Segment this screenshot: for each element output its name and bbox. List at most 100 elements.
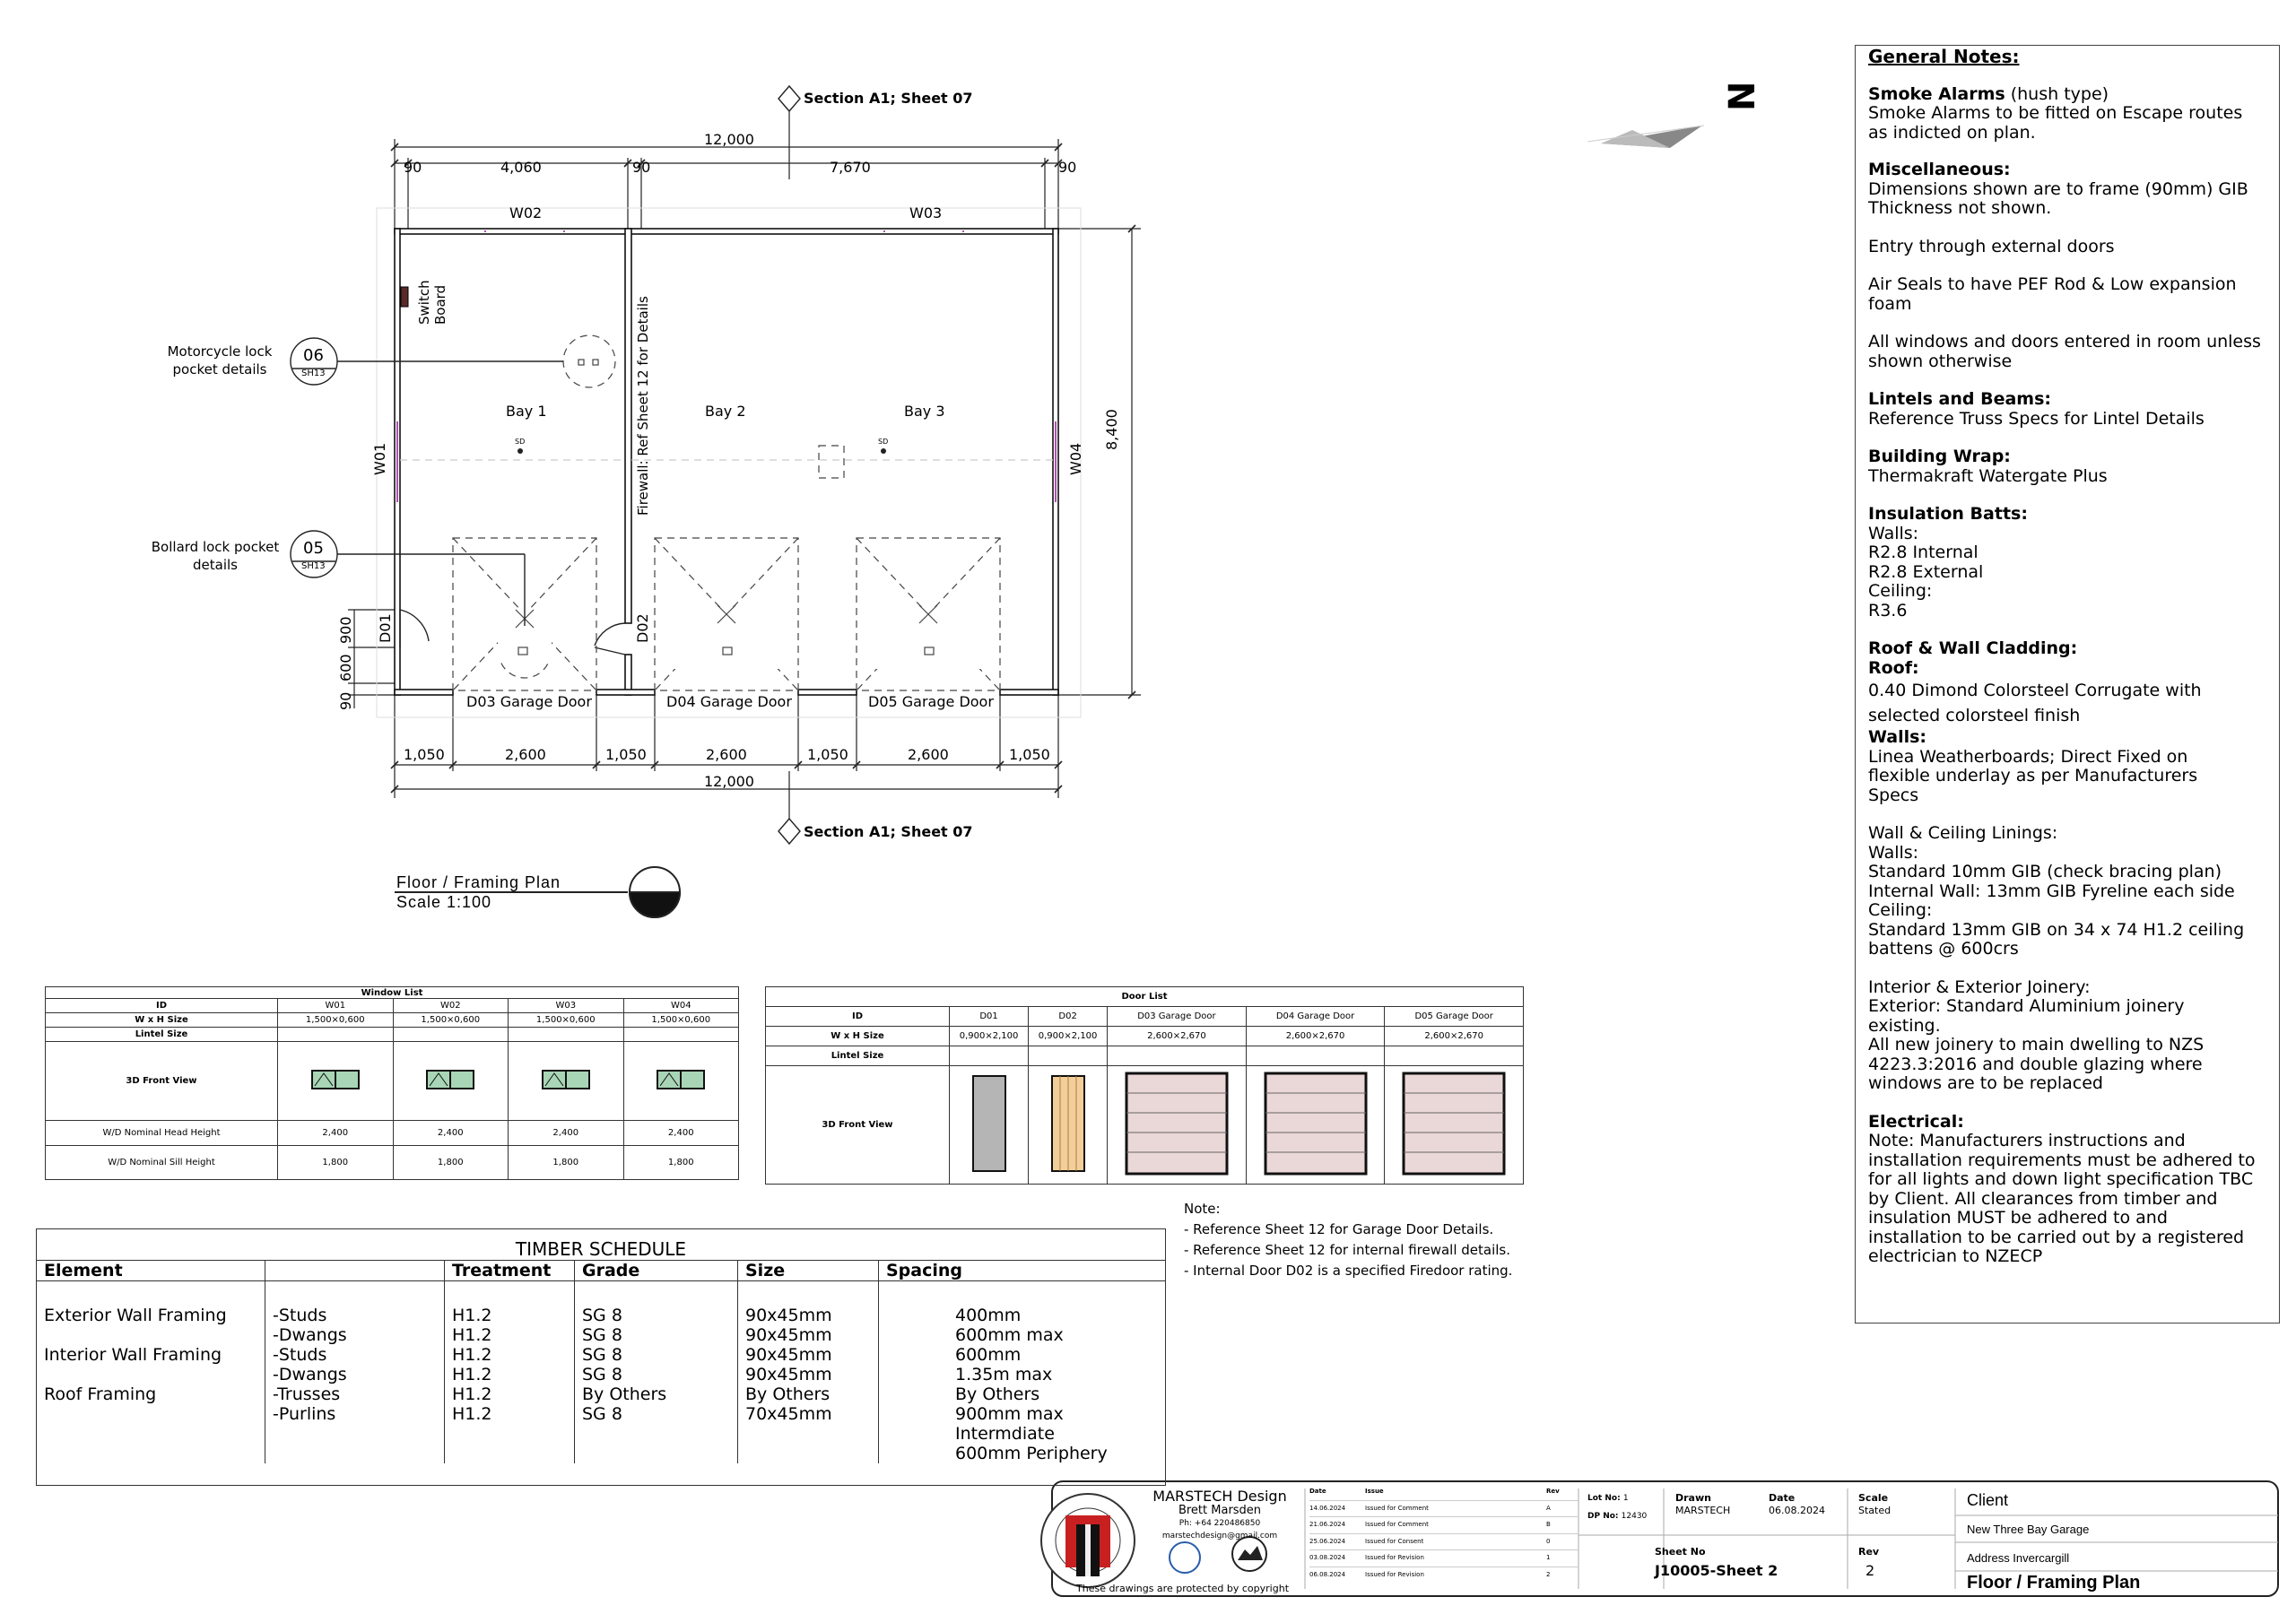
smoke-detector-1 (517, 448, 523, 454)
window-label-w03[interactable]: W03 (909, 204, 943, 221)
door-note-line: - Reference Sheet 12 for Garage Door Det… (1184, 1221, 1494, 1237)
callout-06-number[interactable]: 06 (303, 346, 324, 365)
rev-label: Rev (1858, 1546, 1880, 1558)
window-label-w04[interactable]: W04 (1067, 442, 1084, 475)
notes-line: All new joinery to main dwelling to NZS (1868, 1035, 2205, 1055)
notes-line: foam (1868, 293, 1912, 314)
rev-code: A (1546, 1504, 1551, 1512)
cell: By Others (955, 1384, 1040, 1404)
callout-06-sheet: SH13 (301, 369, 326, 378)
dim-top-4: 90 (1058, 159, 1077, 176)
dim-bottom-0: 1,050 (404, 746, 445, 763)
timber-schedule-title: TIMBER SCHEDULE (515, 1238, 687, 1260)
window-label-w01[interactable]: W01 (371, 442, 388, 475)
door-list-title: Door List (765, 986, 1524, 1007)
rev-date: 25.06.2024 (1309, 1537, 1346, 1545)
sd-label-1: SD (515, 438, 526, 446)
firewall-label: Firewall: Ref Sheet 12 for Details (635, 296, 651, 516)
cell: 70x45mm (737, 1403, 879, 1444)
timber-header: Size (737, 1260, 879, 1281)
notes-wrap-heading: Building Wrap: (1868, 447, 2011, 466)
section-marker-top-label[interactable]: Section A1; Sheet 07 (804, 90, 973, 107)
cell: 90x45mm (737, 1344, 879, 1365)
cell: 3D Front View (45, 1041, 278, 1121)
timber-header (265, 1260, 445, 1281)
dim-bottom-1: 2,600 (505, 746, 546, 763)
timber-header: Treatment (444, 1260, 575, 1281)
cell: 1,500×0,600 (277, 1012, 394, 1028)
company-person: Brett Marsden (1178, 1504, 1262, 1517)
rev-date: 06.08.2024 (1309, 1570, 1346, 1578)
timber-schedule: TIMBER SCHEDULE Element Treatment Grade … (36, 1228, 1166, 1486)
notes-line: 4223.3:2016 and double glazing where (1868, 1054, 2203, 1074)
door-note-line: Note: (1184, 1201, 1221, 1217)
notes-line: Entry through external doors (1868, 236, 2115, 256)
cell: 1,500×0,600 (622, 1012, 739, 1028)
cell: 2,400 (508, 1120, 624, 1146)
window-3d-view-w02 (392, 1041, 509, 1121)
window-label-w02[interactable]: W02 (509, 204, 543, 221)
company-name: MARSTECH Design (1152, 1488, 1287, 1505)
garage-door-label-d03[interactable]: D03 Garage Door (466, 693, 592, 710)
north-label: N (1722, 81, 1763, 111)
cell: 2,400 (622, 1120, 739, 1146)
switch-board-icon (400, 286, 409, 308)
cell: 90x45mm (737, 1364, 879, 1384)
door-label-d02[interactable]: D02 (634, 613, 651, 643)
drawn-value: MARSTECH (1675, 1505, 1731, 1516)
notes-line: by Client. All clearances from timber an… (1868, 1188, 2218, 1209)
cell: H1.2 (444, 1384, 575, 1404)
door-label-d01[interactable]: D01 (377, 613, 394, 643)
cell: W x H Size (45, 1012, 278, 1028)
rev-issue: Issued for Comment (1365, 1521, 1429, 1528)
cell: 1,800 (392, 1145, 509, 1180)
window-3d-view-w04 (622, 1041, 739, 1121)
cell: ID (45, 998, 278, 1013)
dim-bottom-6: 1,050 (1009, 746, 1050, 763)
door-note-line: - Internal Door D02 is a specified Fired… (1184, 1263, 1513, 1279)
notes-electrical-heading: Electrical: (1868, 1111, 1964, 1132)
notes-line: R2.8 Internal (1868, 542, 1979, 562)
scale-label: Scale (1858, 1492, 1889, 1504)
notes-cladding-heading: Roof & Wall Cladding: (1868, 638, 2078, 658)
sheet-number: J10005-Sheet 2 (1655, 1562, 1779, 1579)
garage-door-label-d04[interactable]: D04 Garage Door (666, 693, 792, 710)
notes-smoke-subheading: (hush type) (2005, 83, 2109, 104)
room-label-bay-2: Bay 2 (705, 403, 746, 420)
cell: Roof Framing (37, 1384, 265, 1404)
section-marker-bottom-label[interactable]: Section A1; Sheet 07 (804, 823, 973, 840)
notes-lintels-heading: Lintels and Beams: (1868, 389, 2052, 409)
cell: H1.2 (444, 1324, 575, 1345)
cell: 0,900×2,100 (948, 1026, 1030, 1046)
cell: D05 Garage Door (1384, 1006, 1524, 1027)
dim-left-0: 900 (337, 616, 354, 644)
cell: 2,400 (392, 1120, 509, 1146)
callout-05-number[interactable]: 05 (303, 539, 324, 558)
plan-title: Floor / Framing Plan (396, 873, 561, 891)
dim-top-1: 4,060 (500, 159, 542, 176)
notes-line: Interior & Exterior Joinery: (1868, 976, 2091, 997)
rev-code: 2 (1546, 1570, 1551, 1578)
notes-line: Walls: (1868, 523, 1919, 543)
door-3d-view-d05 (1384, 1065, 1524, 1185)
callout-05-label-1: Bollard lock pocket (151, 539, 280, 555)
cell: SG 8 (574, 1305, 738, 1325)
notes-line: existing. (1868, 1015, 1941, 1036)
garage-door-label-d05[interactable]: D05 Garage Door (868, 693, 994, 710)
timber-schedule-table: Element Treatment Grade Size Spacing Ext… (37, 1260, 1165, 1463)
dim-bottom-2: 1,050 (605, 746, 647, 763)
sd-label-2: SD (878, 438, 889, 446)
cell: -Studs (265, 1305, 445, 1325)
cell: H1.2 (444, 1344, 575, 1365)
cell: 400mm (955, 1305, 1022, 1325)
project-address: Address Invercargill (1967, 1551, 2070, 1565)
general-notes-title: General Notes: (1868, 46, 2020, 67)
callout-05-label-2: details (193, 557, 238, 573)
dp-label: DP No: 12430 (1587, 1512, 1647, 1521)
rev-issue: Issued for Consent (1365, 1537, 1424, 1545)
notes-line: Thermakraft Watergate Plus (1868, 465, 2108, 486)
cell: Exterior Wall Framing (37, 1305, 265, 1325)
dim-top-3: 7,670 (830, 159, 871, 176)
